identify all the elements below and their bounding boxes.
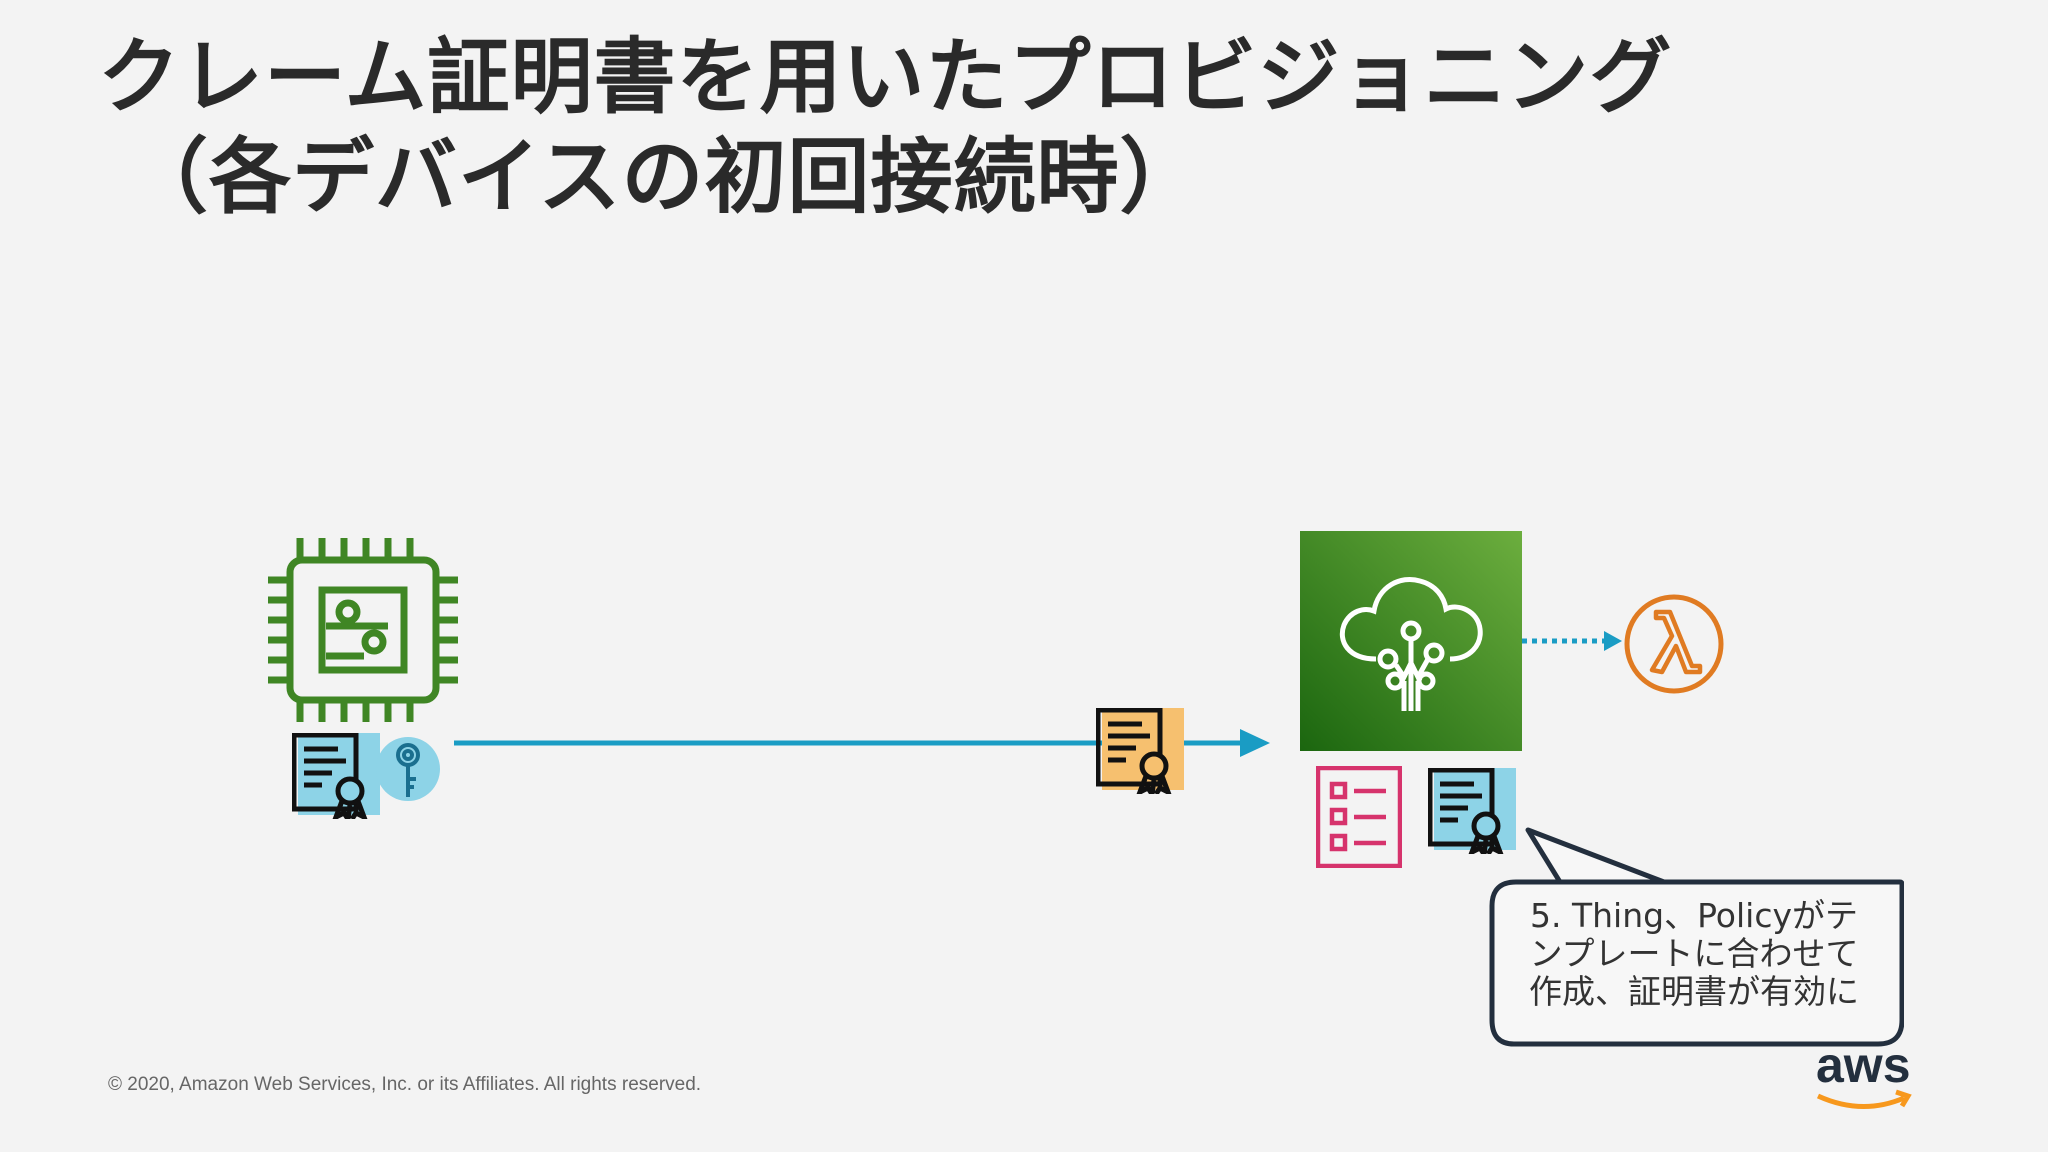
device-certificate-icon (292, 733, 380, 819)
template-list-icon (1316, 766, 1402, 868)
issued-certificate-icon (1428, 768, 1516, 854)
claim-certificate-icon (1096, 708, 1184, 794)
lambda-icon (1624, 594, 1724, 694)
microchip-icon (268, 538, 458, 722)
lambda-dotted-arrow (1522, 631, 1622, 651)
aws-logo: aws (1812, 1037, 1916, 1120)
slide-title: クレーム証明書を用いたプロビジョニング （各デバイスの初回接続時） (98, 28, 1673, 228)
callout-text: 5. Thing、Policyがテ ンプレートに合わせて 作成、証明書が有効に (1529, 896, 1859, 1011)
callout-bubble (1489, 827, 1904, 1047)
slide-title-line2: （各デバイスの初回接続時） (126, 130, 1203, 225)
copyright-text: © 2020, Amazon Web Services, Inc. or its… (108, 1074, 702, 1095)
aws-logo-text: aws (1816, 1040, 1911, 1093)
slide-title-line1: クレーム証明書を用いたプロビジョニング (98, 30, 1673, 125)
iot-core-cloud-icon (1300, 531, 1522, 751)
key-icon (376, 737, 440, 801)
